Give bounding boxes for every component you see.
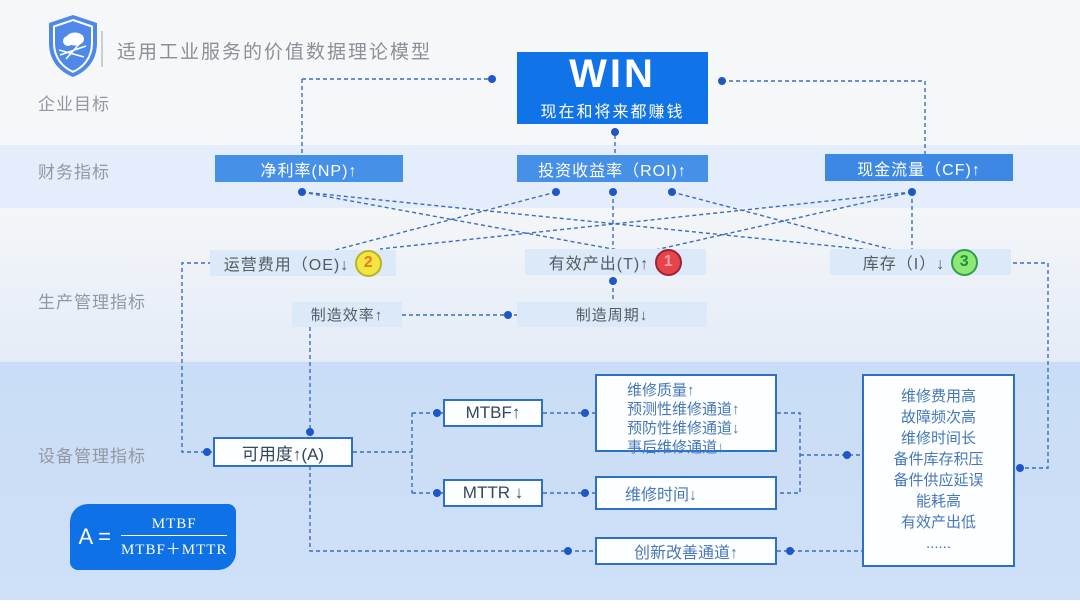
equipment-box-maintenance-channels: 维修质量↑ 预测性维修通道↑ 预防性维修通道↓ 事后维修通道↓ [595, 374, 777, 456]
goal-box-win: WIN 现在和将来都赚钱 [517, 52, 708, 124]
financial-box-cash-flow: 现金流量（CF)↑ [825, 154, 1013, 181]
equipment-box-innovation-channel: 创新改善通道↑ [595, 537, 777, 565]
shield-cloud-icon [49, 15, 97, 77]
equipment-box-repair-time: 维修时间↓ [595, 476, 777, 510]
win-title: WIN [569, 52, 656, 96]
channel-line: 维修质量↑ [627, 382, 695, 399]
logo-divider [101, 31, 103, 67]
channel-line: 事后维修通道↓ [627, 439, 725, 456]
row-label-equipment: 设备管理指标 [38, 447, 146, 466]
channel-line: 预防性维修通道↓ [627, 420, 740, 437]
row-label-goal: 企业目标 [38, 95, 110, 114]
problem-line: 故障频次高 [900, 409, 976, 426]
operating-expense-label: 运营费用（OE)↓ [223, 257, 350, 274]
financial-box-roi: 投资收益率（ROI)↑ [517, 155, 708, 182]
problem-line: 维修时间长 [900, 430, 976, 447]
problem-line: 维修费用高 [900, 388, 976, 405]
equipment-box-availability: 可用度↑(A) [213, 437, 353, 467]
formula-lhs: A = [78, 524, 111, 549]
production-box-throughput: 有效产出(T)↑ 1 [525, 248, 706, 276]
channel-line: 预测性维修通道↑ [627, 401, 740, 418]
problem-line: 备件供应延误 [893, 472, 984, 489]
formula-denominator: MTBF＋MTTR [120, 541, 228, 558]
equipment-box-mttr: MTTR ↓ [443, 479, 543, 507]
page-title: 适用工业服务的价值数据理论模型 [117, 42, 433, 63]
formula-numerator: MTBF [120, 516, 228, 536]
production-box-operating-expense: 运营费用（OE)↓ 2 [210, 249, 396, 277]
production-box-inventory: 库存（I）↓ 3 [830, 248, 1011, 276]
win-subtitle: 现在和将来都赚钱 [540, 104, 685, 121]
problem-line: 备件库存积压 [893, 451, 984, 468]
availability-formula-box: A = MTBF MTBF＋MTTR [70, 504, 236, 570]
equipment-box-problem-list: 维修费用高 故障频次高 维修时间长 备件库存积压 备件供应延误 能耗高 有效产出… [862, 374, 1015, 567]
priority-badge-3: 3 [951, 248, 979, 276]
production-row-band [0, 208, 1080, 362]
problem-line: 能耗高 [915, 493, 961, 510]
financial-box-net-profit: 净利率(NP)↑ [215, 155, 403, 182]
priority-badge-1: 1 [655, 248, 683, 276]
throughput-label: 有效产出(T)↑ [548, 256, 650, 273]
bottom-strip [0, 600, 1080, 608]
equipment-box-mtbf: MTBF↑ [443, 399, 543, 427]
formula-fraction: MTBF MTBF＋MTTR [120, 516, 228, 559]
problem-line: ...... [925, 535, 951, 552]
production-box-mfg-cycle: 制造周期↓ [517, 302, 707, 327]
inventory-label: 库存（I）↓ [862, 256, 946, 273]
production-box-mfg-efficiency: 制造效率↑ [292, 302, 402, 327]
row-label-financial: 财务指标 [38, 163, 110, 182]
problem-line: 有效产出低 [900, 514, 976, 531]
row-label-production: 生产管理指标 [38, 293, 146, 312]
priority-badge-2: 2 [355, 249, 383, 277]
